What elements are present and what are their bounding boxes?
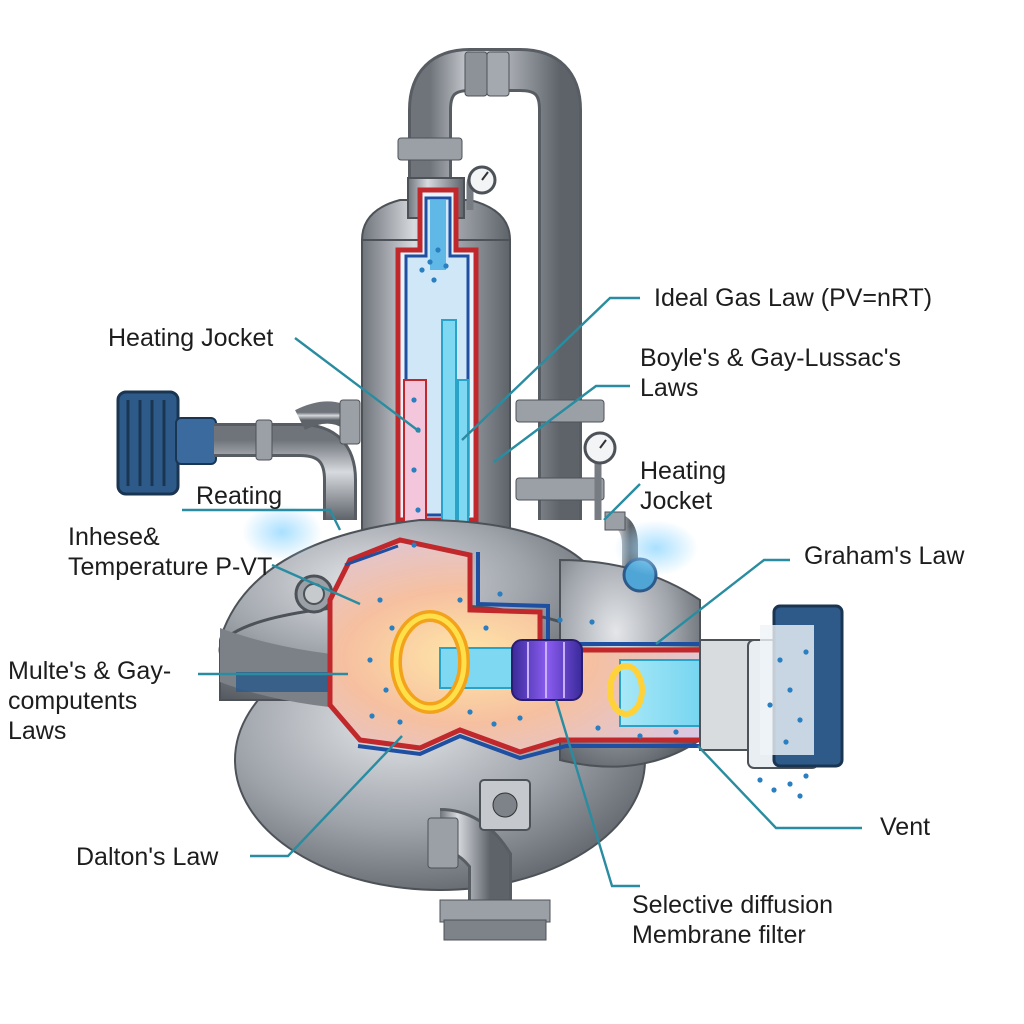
gas-particle	[415, 507, 421, 513]
gas-particles	[367, 247, 809, 799]
gas-particle	[443, 263, 449, 269]
gas-particle	[457, 597, 463, 603]
gas-particle	[771, 787, 777, 793]
label-vent: Vent	[880, 813, 931, 841]
gas-particle	[797, 717, 803, 723]
label-reating: Reating	[196, 482, 283, 510]
vent-module	[699, 604, 844, 769]
leader-graham	[655, 558, 790, 645]
gas-particle	[383, 687, 389, 693]
drive-motor	[116, 390, 217, 496]
leader-ideal-gas	[461, 296, 640, 441]
leader-heating-jacket-left	[294, 337, 421, 433]
heat-glow-left	[242, 504, 322, 560]
gas-particle	[517, 715, 523, 721]
vertical-column	[360, 177, 512, 621]
label-heating-jacket-left: Heating Jocket	[108, 324, 274, 352]
gas-particle	[411, 397, 417, 403]
gas-particle	[491, 721, 497, 727]
gas-particle	[803, 649, 809, 655]
inlet-pipe	[214, 399, 361, 520]
gas-particle	[783, 739, 789, 745]
heat-glow-right	[614, 520, 698, 576]
gas-particle	[431, 277, 437, 283]
gas-particle	[419, 267, 425, 273]
gas-particle	[411, 467, 417, 473]
top-pressure-gauge	[466, 165, 497, 210]
gas-particle	[397, 719, 403, 725]
label-heating-jacket-right: Heating Jocket	[640, 457, 727, 515]
bottom-outlet	[427, 779, 551, 941]
gas-particle	[595, 725, 601, 731]
gas-particle	[589, 619, 595, 625]
gas-particle	[367, 657, 373, 663]
leader-boyles	[493, 384, 630, 463]
gas-particle	[757, 777, 763, 783]
gas-particle	[497, 591, 503, 597]
leader-inhese	[271, 563, 361, 606]
leader-vent	[697, 745, 862, 830]
gas-particle	[467, 709, 473, 715]
gas-particle	[483, 625, 489, 631]
gas-particle	[435, 247, 441, 253]
gas-particle	[411, 542, 417, 548]
leader-lines	[182, 296, 862, 888]
leader-reating	[182, 508, 342, 531]
gas-particle	[767, 702, 773, 708]
gas-particle	[377, 597, 383, 603]
label-grahams-law: Graham's Law	[804, 542, 965, 570]
gas-particle	[787, 687, 793, 693]
label-boyles-gay-lussac: Boyle's & Gay-Lussac's Laws	[640, 344, 902, 402]
leader-selective	[554, 699, 640, 888]
label-daltons-law: Dalton's Law	[76, 843, 219, 871]
gas-particle	[389, 625, 395, 631]
leader-heating-jacket-right	[603, 483, 641, 521]
gas-particle	[557, 617, 563, 623]
leader-dalton	[250, 735, 403, 858]
gas-particle	[637, 733, 643, 739]
gas-particle	[797, 793, 803, 799]
gas-particle	[787, 781, 793, 787]
label-selective-diffusion: Selective diffusion Membrane filter	[632, 891, 834, 949]
gas-particle	[369, 713, 375, 719]
label-inhese-temperature: Inhese& Temperature P-VT	[68, 523, 273, 581]
gas-particle	[803, 773, 809, 779]
label-multes-laws: Multe's & Gay- computents Laws	[8, 657, 172, 745]
gas-particle	[427, 259, 433, 265]
gas-particle	[777, 657, 783, 663]
label-ideal-gas-law: Ideal Gas Law (PV=nRT)	[654, 284, 933, 312]
top-return-pipe	[397, 48, 605, 520]
gas-particle	[673, 729, 679, 735]
